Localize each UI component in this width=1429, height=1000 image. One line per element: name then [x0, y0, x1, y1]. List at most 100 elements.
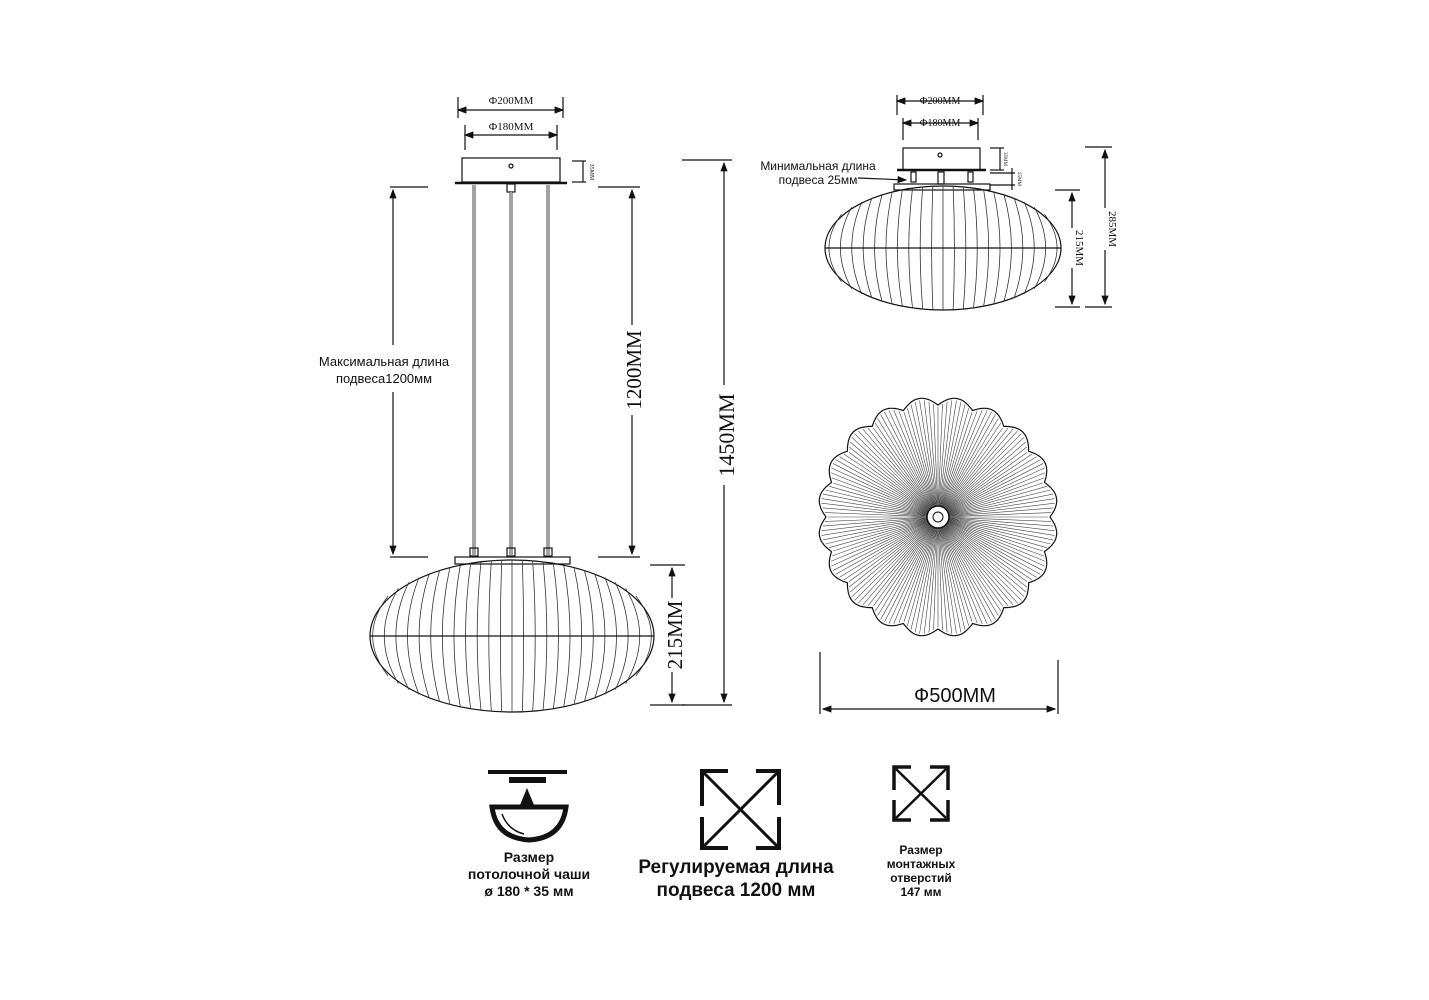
- top-view-rib: [944, 524, 1014, 606]
- ceiling-view: Ф200MM Ф180MM 35MM 25MM Минимальная длин…: [760, 95, 1118, 311]
- top-view-rib: [947, 489, 1051, 515]
- top-view-rib: [947, 517, 1051, 522]
- top-view-rib: [849, 523, 931, 593]
- top-view-rib: [822, 517, 929, 527]
- top-view-rib: [933, 526, 938, 630]
- top-view-rib: [938, 404, 943, 508]
- top-view-rib: [940, 526, 973, 622]
- ceiling-shade-height: 215MM: [1073, 230, 1085, 266]
- top-view-rib: [947, 493, 1054, 516]
- top-view-rib: [947, 512, 1051, 517]
- top-view-rib: [821, 518, 929, 536]
- top-view-rib: [907, 526, 936, 626]
- top-view-rib: [898, 410, 935, 508]
- top-view-rib: [941, 525, 988, 624]
- top-view-rib: [858, 524, 932, 604]
- top-view-rib: [880, 414, 934, 509]
- top-view-rib: [946, 521, 1041, 575]
- top-view-rib: [939, 526, 957, 634]
- top-view-rib: [873, 524, 933, 607]
- top-view-rib: [945, 437, 1025, 511]
- top-view-rib: [941, 410, 988, 509]
- top-view-rib: [825, 517, 929, 522]
- top-view-rib: [943, 524, 1003, 607]
- top-view-rib: [831, 477, 929, 514]
- top-view-rib: [947, 520, 1045, 562]
- max-length-label-1: Максимальная длина: [319, 354, 450, 369]
- top-view-rib: [822, 518, 929, 541]
- top-view-rib: [928, 401, 938, 508]
- top-view-rib: [910, 404, 936, 508]
- top-view-rib: [943, 428, 1009, 510]
- top-view-rib: [946, 459, 1041, 513]
- top-view-rib: [943, 427, 1003, 510]
- top-view-rib: [947, 520, 1045, 557]
- top-view-rib: [944, 430, 1018, 510]
- top-view-rib: [947, 507, 1054, 517]
- top-view-rib: [874, 525, 933, 612]
- top-view-rib: [933, 404, 938, 508]
- top-view-rib: [941, 410, 983, 508]
- top-view-rib: [945, 523, 1025, 597]
- top-view-rib: [946, 453, 1033, 512]
- top-view-rib: [867, 524, 933, 606]
- top-view-rib: [835, 521, 930, 575]
- top-view-rib: [888, 410, 935, 509]
- top-view-rib: [941, 410, 978, 508]
- holes-caption-2: монтажных: [887, 857, 956, 871]
- top-view-rib: [938, 526, 943, 630]
- max-length-label-2: подвеса1200мм: [336, 371, 432, 386]
- top-view-rib: [839, 456, 930, 513]
- top-view-rib: [943, 524, 1009, 606]
- top-view-rib: [942, 525, 999, 616]
- top-view-rib: [947, 502, 1055, 517]
- top-view-rib: [880, 525, 934, 620]
- top-view-rib: [938, 400, 953, 508]
- top-view-rib: [849, 522, 931, 588]
- top-view-rib: [942, 411, 992, 509]
- min-length-label-2: подвеса 25мм: [779, 173, 858, 187]
- top-view-rib: [914, 401, 937, 508]
- top-view-rib: [849, 446, 931, 512]
- top-view-rib: [843, 522, 930, 581]
- top-view-rib: [843, 453, 930, 512]
- top-view-rib: [833, 519, 929, 552]
- top-view-rib: [938, 526, 948, 633]
- top-view: Ф500MM: [818, 397, 1059, 714]
- top-view-rib: [831, 467, 930, 514]
- top-view-rib: [910, 526, 936, 630]
- top-view-rib: [939, 526, 962, 633]
- ceiling-bowl-icon: [488, 770, 569, 843]
- top-view-rib: [946, 456, 1037, 513]
- top-view-rib: [940, 412, 973, 508]
- top-view-rib: [907, 408, 936, 508]
- canopy: [461, 157, 561, 183]
- top-view-rib: [851, 523, 931, 597]
- top-view-rib: [825, 489, 929, 515]
- top-view-rib: [946, 467, 1045, 514]
- top-view-rib: [862, 428, 932, 510]
- total-height-dim: 1450MM: [714, 393, 739, 476]
- top-view-rib: [825, 519, 929, 545]
- top-view-rib: [940, 526, 969, 626]
- top-view-rib: [903, 526, 936, 622]
- top-view-rib: [944, 524, 1018, 604]
- top-view-rib: [939, 400, 957, 508]
- top-view-rib: [947, 486, 1047, 515]
- top-view-rib: [822, 493, 929, 516]
- ceiling-total-height: 285MM: [1106, 211, 1118, 247]
- top-view-rib: [848, 522, 931, 582]
- top-view-rib: [947, 518, 1054, 541]
- top-view-rib: [945, 446, 1027, 512]
- top-view-rib: [939, 401, 962, 508]
- top-view-rib: [821, 498, 929, 516]
- ceiling-canopy-height: 35MM: [1002, 152, 1007, 166]
- top-view-rib: [938, 526, 953, 634]
- top-view-rib: [851, 437, 931, 511]
- top-view-rib: [947, 519, 1043, 552]
- top-view-rib: [893, 526, 935, 624]
- top-view-rib: [945, 522, 1027, 588]
- top-view-rib: [946, 521, 1037, 578]
- suspension-length-dim: 1200MM: [622, 330, 646, 410]
- top-view-rib: [946, 520, 1045, 567]
